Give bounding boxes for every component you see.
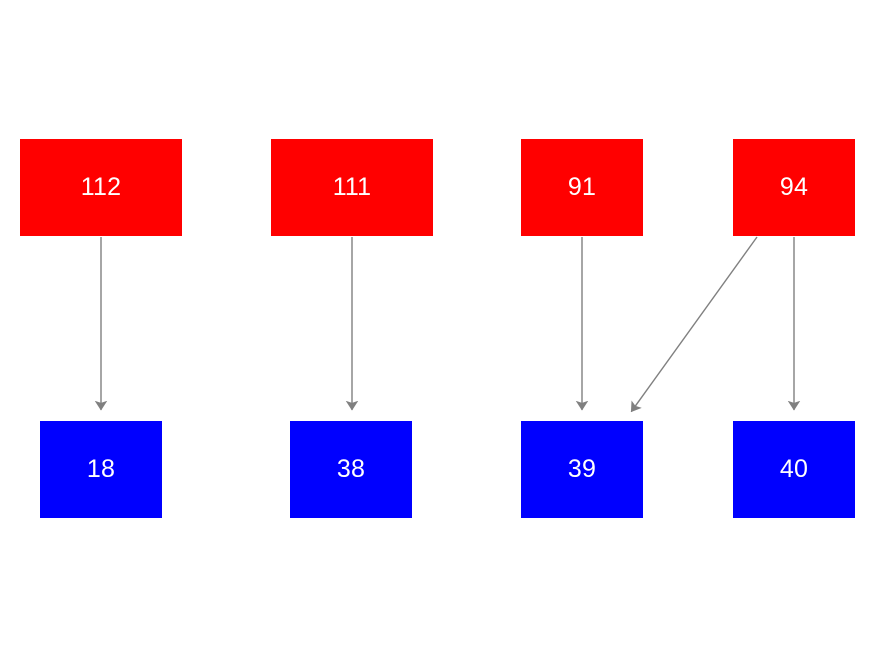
node-label: 38 [336, 455, 366, 483]
node-label: 40 [779, 455, 809, 483]
node-label: 94 [779, 173, 809, 201]
node-39[interactable]: 39 [521, 421, 643, 518]
node-40[interactable]: 40 [733, 421, 855, 518]
edge-n94-to-n39 [630, 236, 758, 413]
node-label: 91 [567, 173, 597, 201]
node-label: 112 [80, 173, 122, 201]
node-label: 18 [86, 455, 116, 483]
node-94[interactable]: 94 [733, 139, 855, 236]
node-91[interactable]: 91 [521, 139, 643, 236]
node-112[interactable]: 112 [20, 139, 182, 236]
node-label: 111 [332, 173, 372, 201]
node-38[interactable]: 38 [290, 421, 412, 518]
node-18[interactable]: 18 [40, 421, 162, 518]
node-label: 39 [567, 455, 597, 483]
edge-group [94, 236, 801, 413]
node-111[interactable]: 111 [271, 139, 433, 236]
